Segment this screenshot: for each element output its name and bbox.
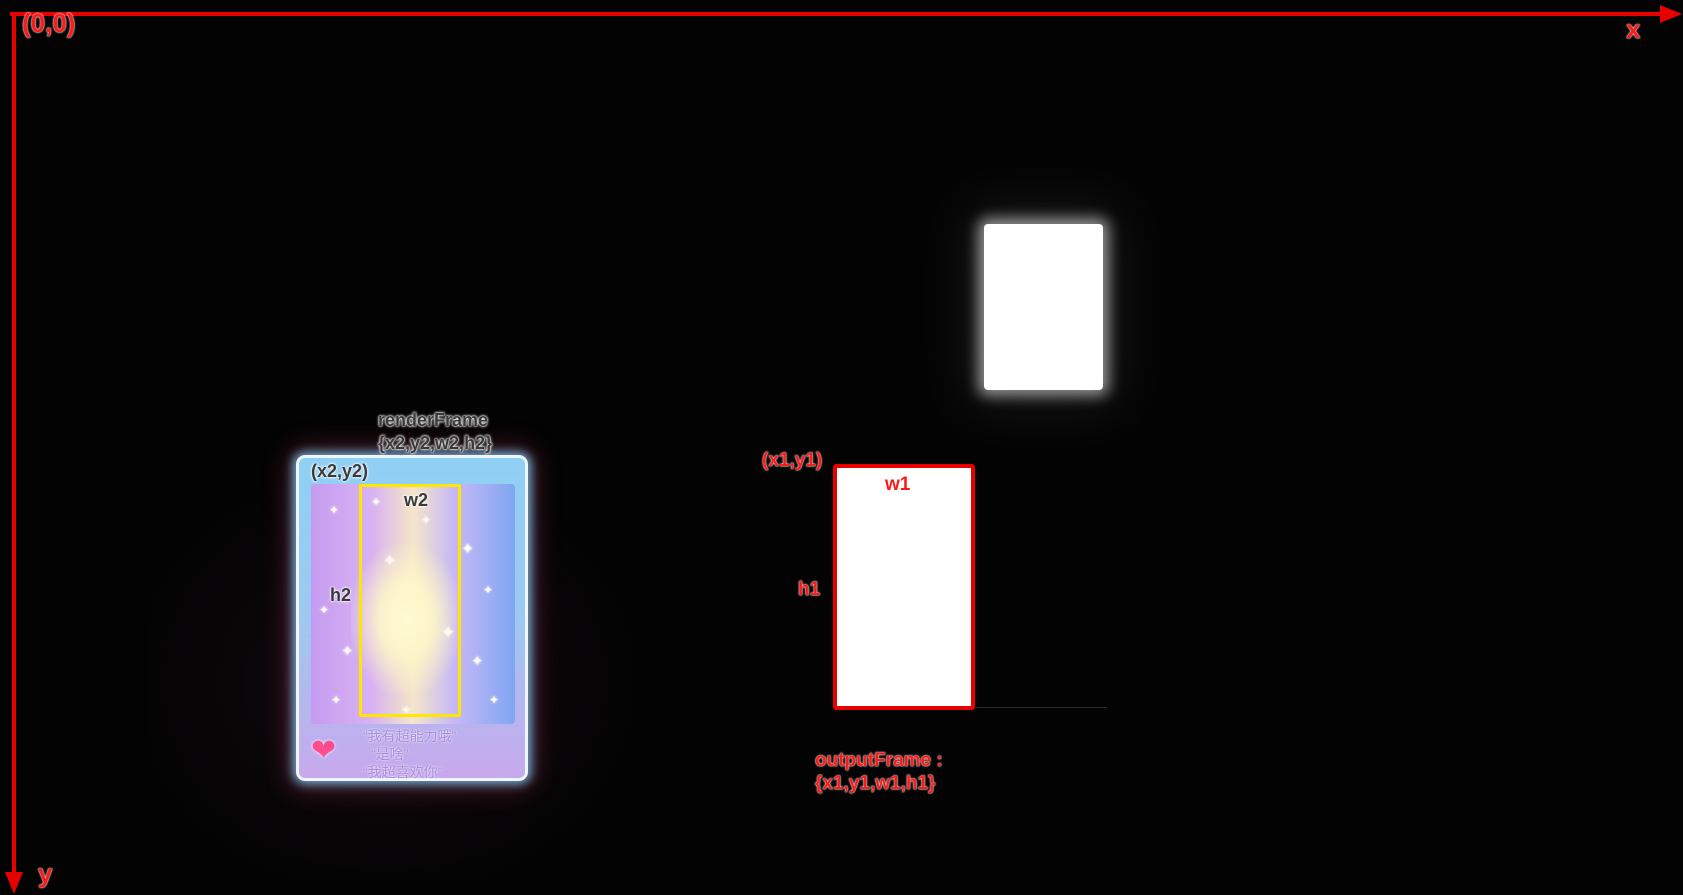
sparkle-icon: ✦ [489,693,500,707]
sticker-caption-line: “是啥” [371,746,409,762]
sparkle-icon: ✦ [401,703,412,717]
render-frame-box [359,484,461,717]
y-axis-label: y [38,858,53,888]
sparkle-icon: ✦ [329,503,340,517]
sparkle-icon: ✦ [319,603,330,617]
heart-icon: ❤ [311,734,337,767]
output-frame-origin-label: (x1,y1) [762,450,823,471]
output-frame-title: outputFrame : [815,750,943,771]
render-frame-title: renderFrame [378,410,489,430]
x-axis-arrowhead [1660,5,1682,23]
sparkle-icon: ✦ [461,541,475,558]
sparkle-icon: ✦ [371,495,382,509]
sticker-caption-line: “我超喜欢你” [363,764,443,780]
sparkle-icon: ✦ [421,513,432,527]
sticker-image: ✦ ✦ ✦ ✦ ✦ ✦ ✦ ✦ ✦ ✦ ✦ ✦ ✦ [311,484,515,724]
render-frame-tuple: {x2,y2,w2,h2} [378,433,493,453]
render-frame-width-label: w2 [404,490,429,510]
sparkle-icon: ✦ [471,653,484,670]
sparkle-burst [351,544,461,694]
output-frame-tuple: {x1,y1,w1,h1} [815,773,936,794]
output-frame-height-label: h1 [798,579,821,600]
sparkle-icon: ✦ [483,583,494,597]
output-frame-width-label: w1 [885,474,911,495]
glowing-white-card [984,224,1103,390]
render-frame-height-label: h2 [330,585,352,605]
x-axis-label: x [1626,14,1641,44]
output-frame-baseline [975,707,1107,708]
output-frame-box [833,464,975,710]
sticker-card: ✦ ✦ ✦ ✦ ✦ ✦ ✦ ✦ ✦ ✦ ✦ ✦ ✦ ❤ “我有超能力哦” “是啥… [296,455,528,781]
sparkle-icon: ✦ [331,693,342,707]
sparkle-icon: ✦ [383,553,397,570]
sparkle-icon: ✦ [441,623,456,642]
origin-label: (0,0) [22,8,76,38]
sticker-caption-line: “我有超能力哦” [363,728,457,744]
render-frame-origin-label: (x2,y2) [311,461,369,481]
sparkle-icon: ✦ [341,643,354,660]
y-axis-arrowhead [5,872,23,894]
